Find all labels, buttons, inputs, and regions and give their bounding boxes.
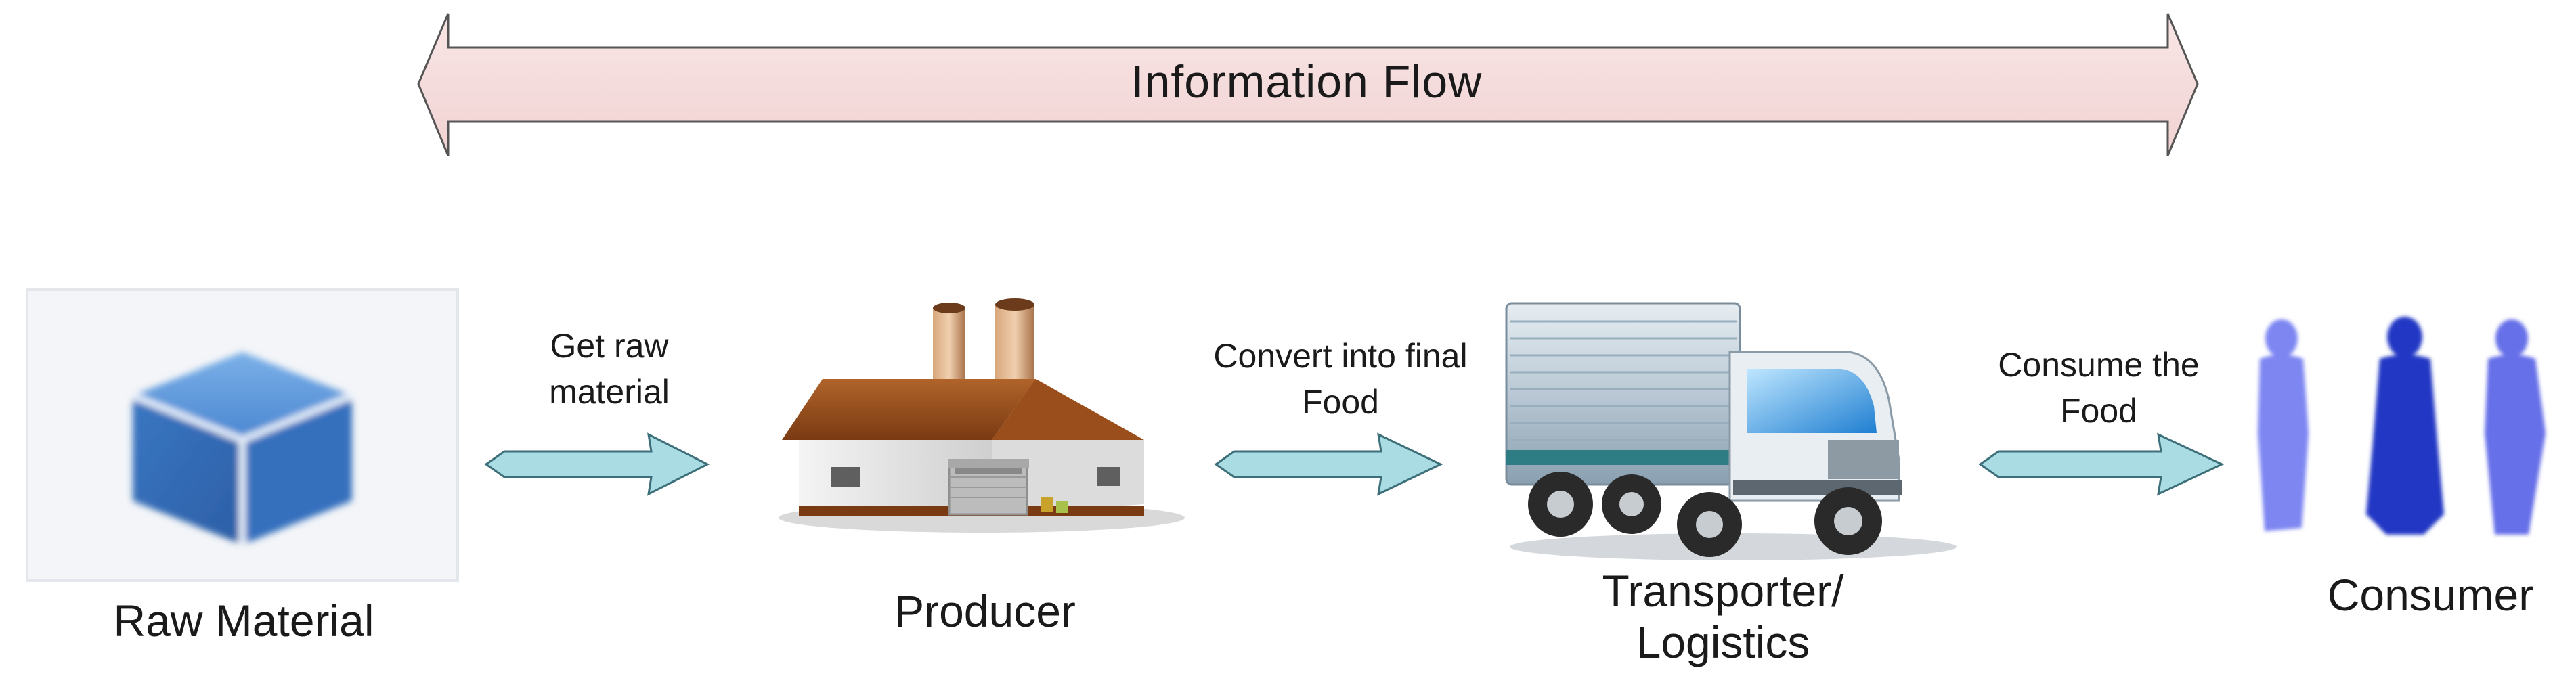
edge-label-line: material xyxy=(549,372,670,411)
stage-label-raw-material: Raw Material xyxy=(113,596,374,646)
stage-label-line: Logistics xyxy=(1636,617,1810,667)
factory-icon xyxy=(779,298,1185,533)
edge-label-line: Food xyxy=(2060,391,2137,430)
people-icon xyxy=(2258,317,2546,535)
truck-icon xyxy=(1505,302,1957,560)
edge-label-line: Food xyxy=(1302,382,1379,421)
information-flow-label: Information Flow xyxy=(1131,56,1483,108)
edge-arrow-get-raw-material xyxy=(484,432,710,496)
stage-label-consumer: Consumer xyxy=(2327,570,2534,620)
information-flow-arrow xyxy=(417,13,2199,156)
edge-arrow-consume-the-food xyxy=(1978,432,2225,496)
edge-label-consume-the-food: Consume the Food xyxy=(1950,342,2248,434)
stage-label-producer: Producer xyxy=(894,586,1076,636)
stage-label-transporter: Transporter/ Logistics xyxy=(1513,566,1933,669)
edge-arrow-convert-into-final-food xyxy=(1214,432,1443,496)
edge-label-line: Convert into final xyxy=(1213,337,1468,375)
stage-label-line: Transporter/ xyxy=(1602,566,1844,616)
edge-label-line: Get raw xyxy=(550,327,669,365)
edge-label-convert-into-final-food: Convert into final Food xyxy=(1151,334,1530,425)
edge-label-get-raw-material: Get raw material xyxy=(467,323,751,415)
edge-label-line: Consume the xyxy=(1998,346,2200,384)
cube-icon xyxy=(26,288,459,582)
